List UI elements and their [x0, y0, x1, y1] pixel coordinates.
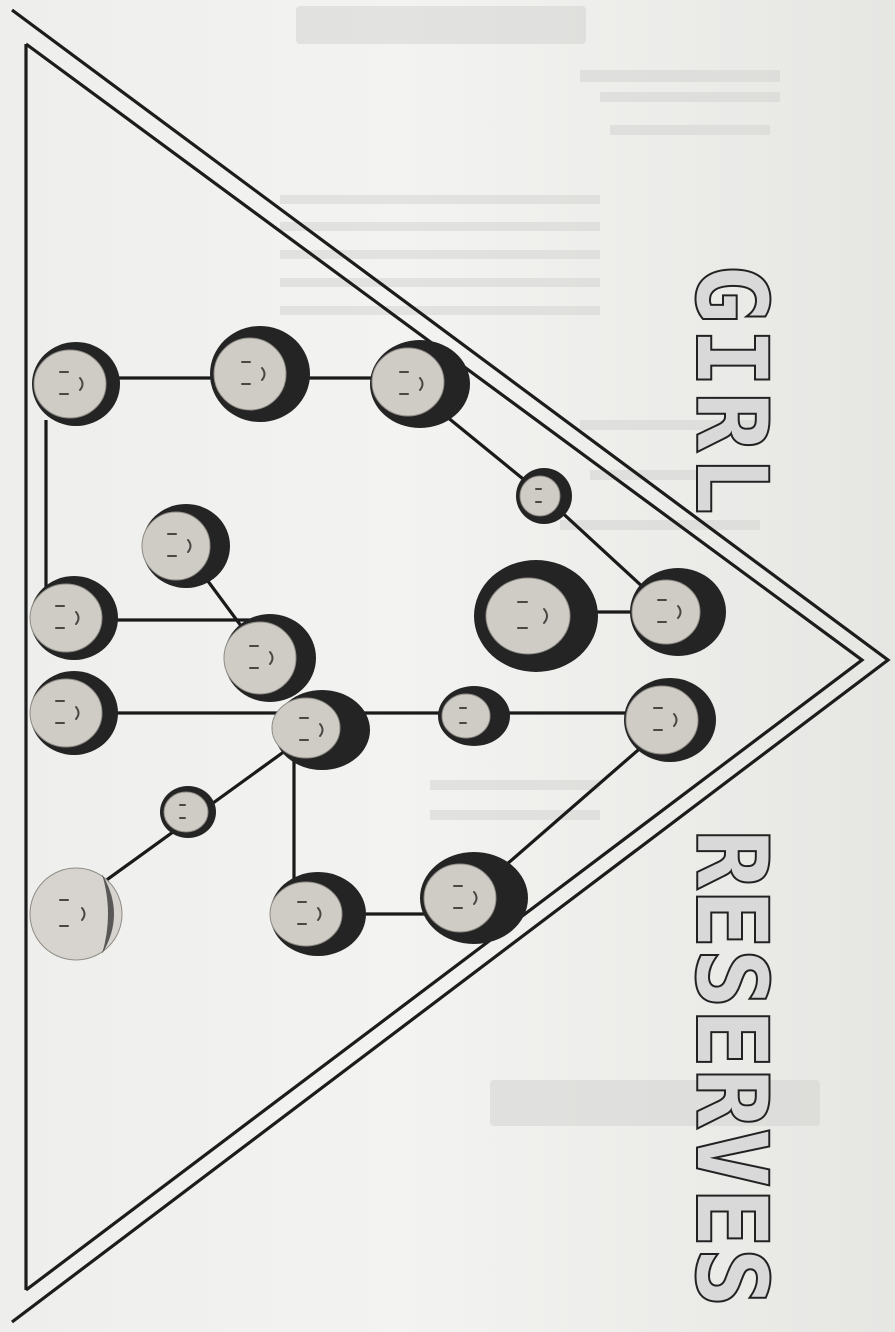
portrait-7 [630, 568, 726, 656]
title-reserves: RESERVES [675, 830, 787, 1308]
portrait-6 [474, 560, 598, 672]
portrait-17 [420, 852, 528, 944]
portrait-4 [516, 468, 572, 524]
portrait-9 [224, 614, 316, 702]
portrait-13 [624, 678, 716, 762]
portrait-14 [160, 786, 216, 838]
portrait-8 [30, 576, 118, 660]
portrait-11 [272, 690, 370, 770]
portrait-16 [270, 872, 366, 956]
title-girl: GIRL [675, 265, 787, 520]
portrait-1 [32, 342, 120, 426]
portrait-5 [142, 504, 230, 588]
portrait-3 [370, 340, 470, 428]
portrait-2 [210, 326, 310, 422]
portrait-15 [30, 868, 122, 960]
portrait-12 [438, 686, 510, 746]
portrait-10 [30, 671, 118, 755]
